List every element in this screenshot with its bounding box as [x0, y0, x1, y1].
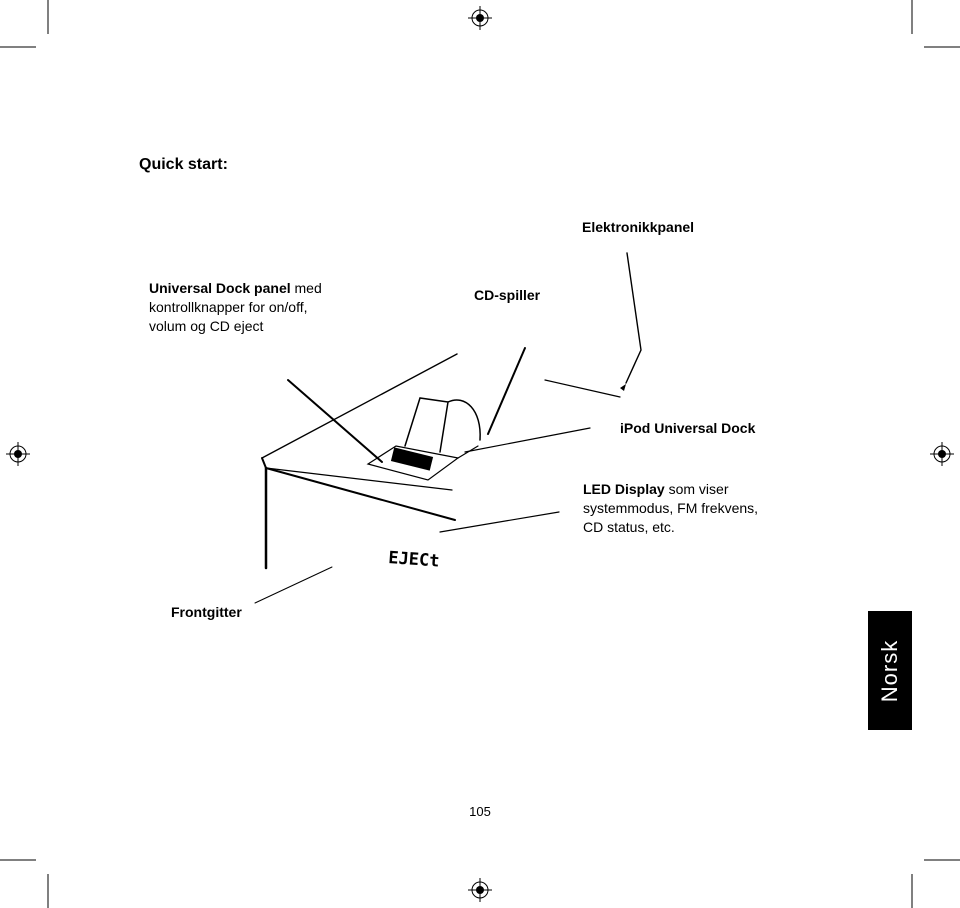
registration-target-top — [468, 6, 492, 30]
label-led-rest: som viser — [664, 481, 729, 497]
page-heading: Quick start: — [139, 156, 228, 173]
label-ipod-universal-dock: iPod Universal Dock — [620, 420, 756, 436]
ipod-cradle — [404, 397, 449, 453]
label-cd-spiller: CD-spiller — [474, 287, 541, 303]
language-tab: Norsk — [868, 611, 912, 730]
callout-led-display — [439, 511, 560, 533]
label-frontgitter: Frontgitter — [171, 604, 242, 620]
registration-target-bottom — [468, 878, 492, 902]
label-elektronikkpanel: Elektronikkpanel — [582, 219, 695, 235]
registration-target-right — [930, 442, 954, 466]
label-dock-panel-rest: med — [290, 280, 322, 296]
label-dock-panel-bold: Universal Dock panel — [149, 280, 291, 296]
label-led-display: LED Display som viser systemmodus, FM fr… — [583, 480, 758, 537]
label-universal-dock-panel: Universal Dock panel med kontrollknapper… — [149, 279, 322, 336]
label-led-line-2: systemmodus, FM frekvens, — [583, 500, 759, 516]
unit-back-right-edge — [544, 379, 621, 398]
callout-cd-spiller — [487, 347, 526, 435]
callout-elektronikkpanel — [625, 252, 642, 384]
label-dock-panel-line-3: volum og CD eject — [149, 318, 264, 334]
label-led-line-3: CD status, etc. — [583, 519, 675, 535]
unit-top-back-edge — [261, 353, 458, 459]
led-display-text: EJECt — [388, 548, 440, 572]
callout-frontgitter — [254, 566, 333, 604]
unit-top-right-edge — [464, 427, 591, 453]
callout-dock-panel — [287, 379, 383, 463]
page-number: 105 — [469, 804, 491, 819]
cd-lid-base — [457, 445, 479, 459]
registration-target-left — [6, 442, 30, 466]
language-tab-label: Norsk — [877, 639, 903, 702]
cd-lid-arc — [447, 399, 481, 441]
dock-buttons — [390, 447, 434, 471]
label-dock-panel-line-2: kontrollknapper for on/off, — [149, 299, 308, 315]
label-led-bold: LED Display — [583, 481, 665, 497]
arrowhead — [620, 384, 626, 391]
unit-top-front-edge — [265, 467, 453, 491]
